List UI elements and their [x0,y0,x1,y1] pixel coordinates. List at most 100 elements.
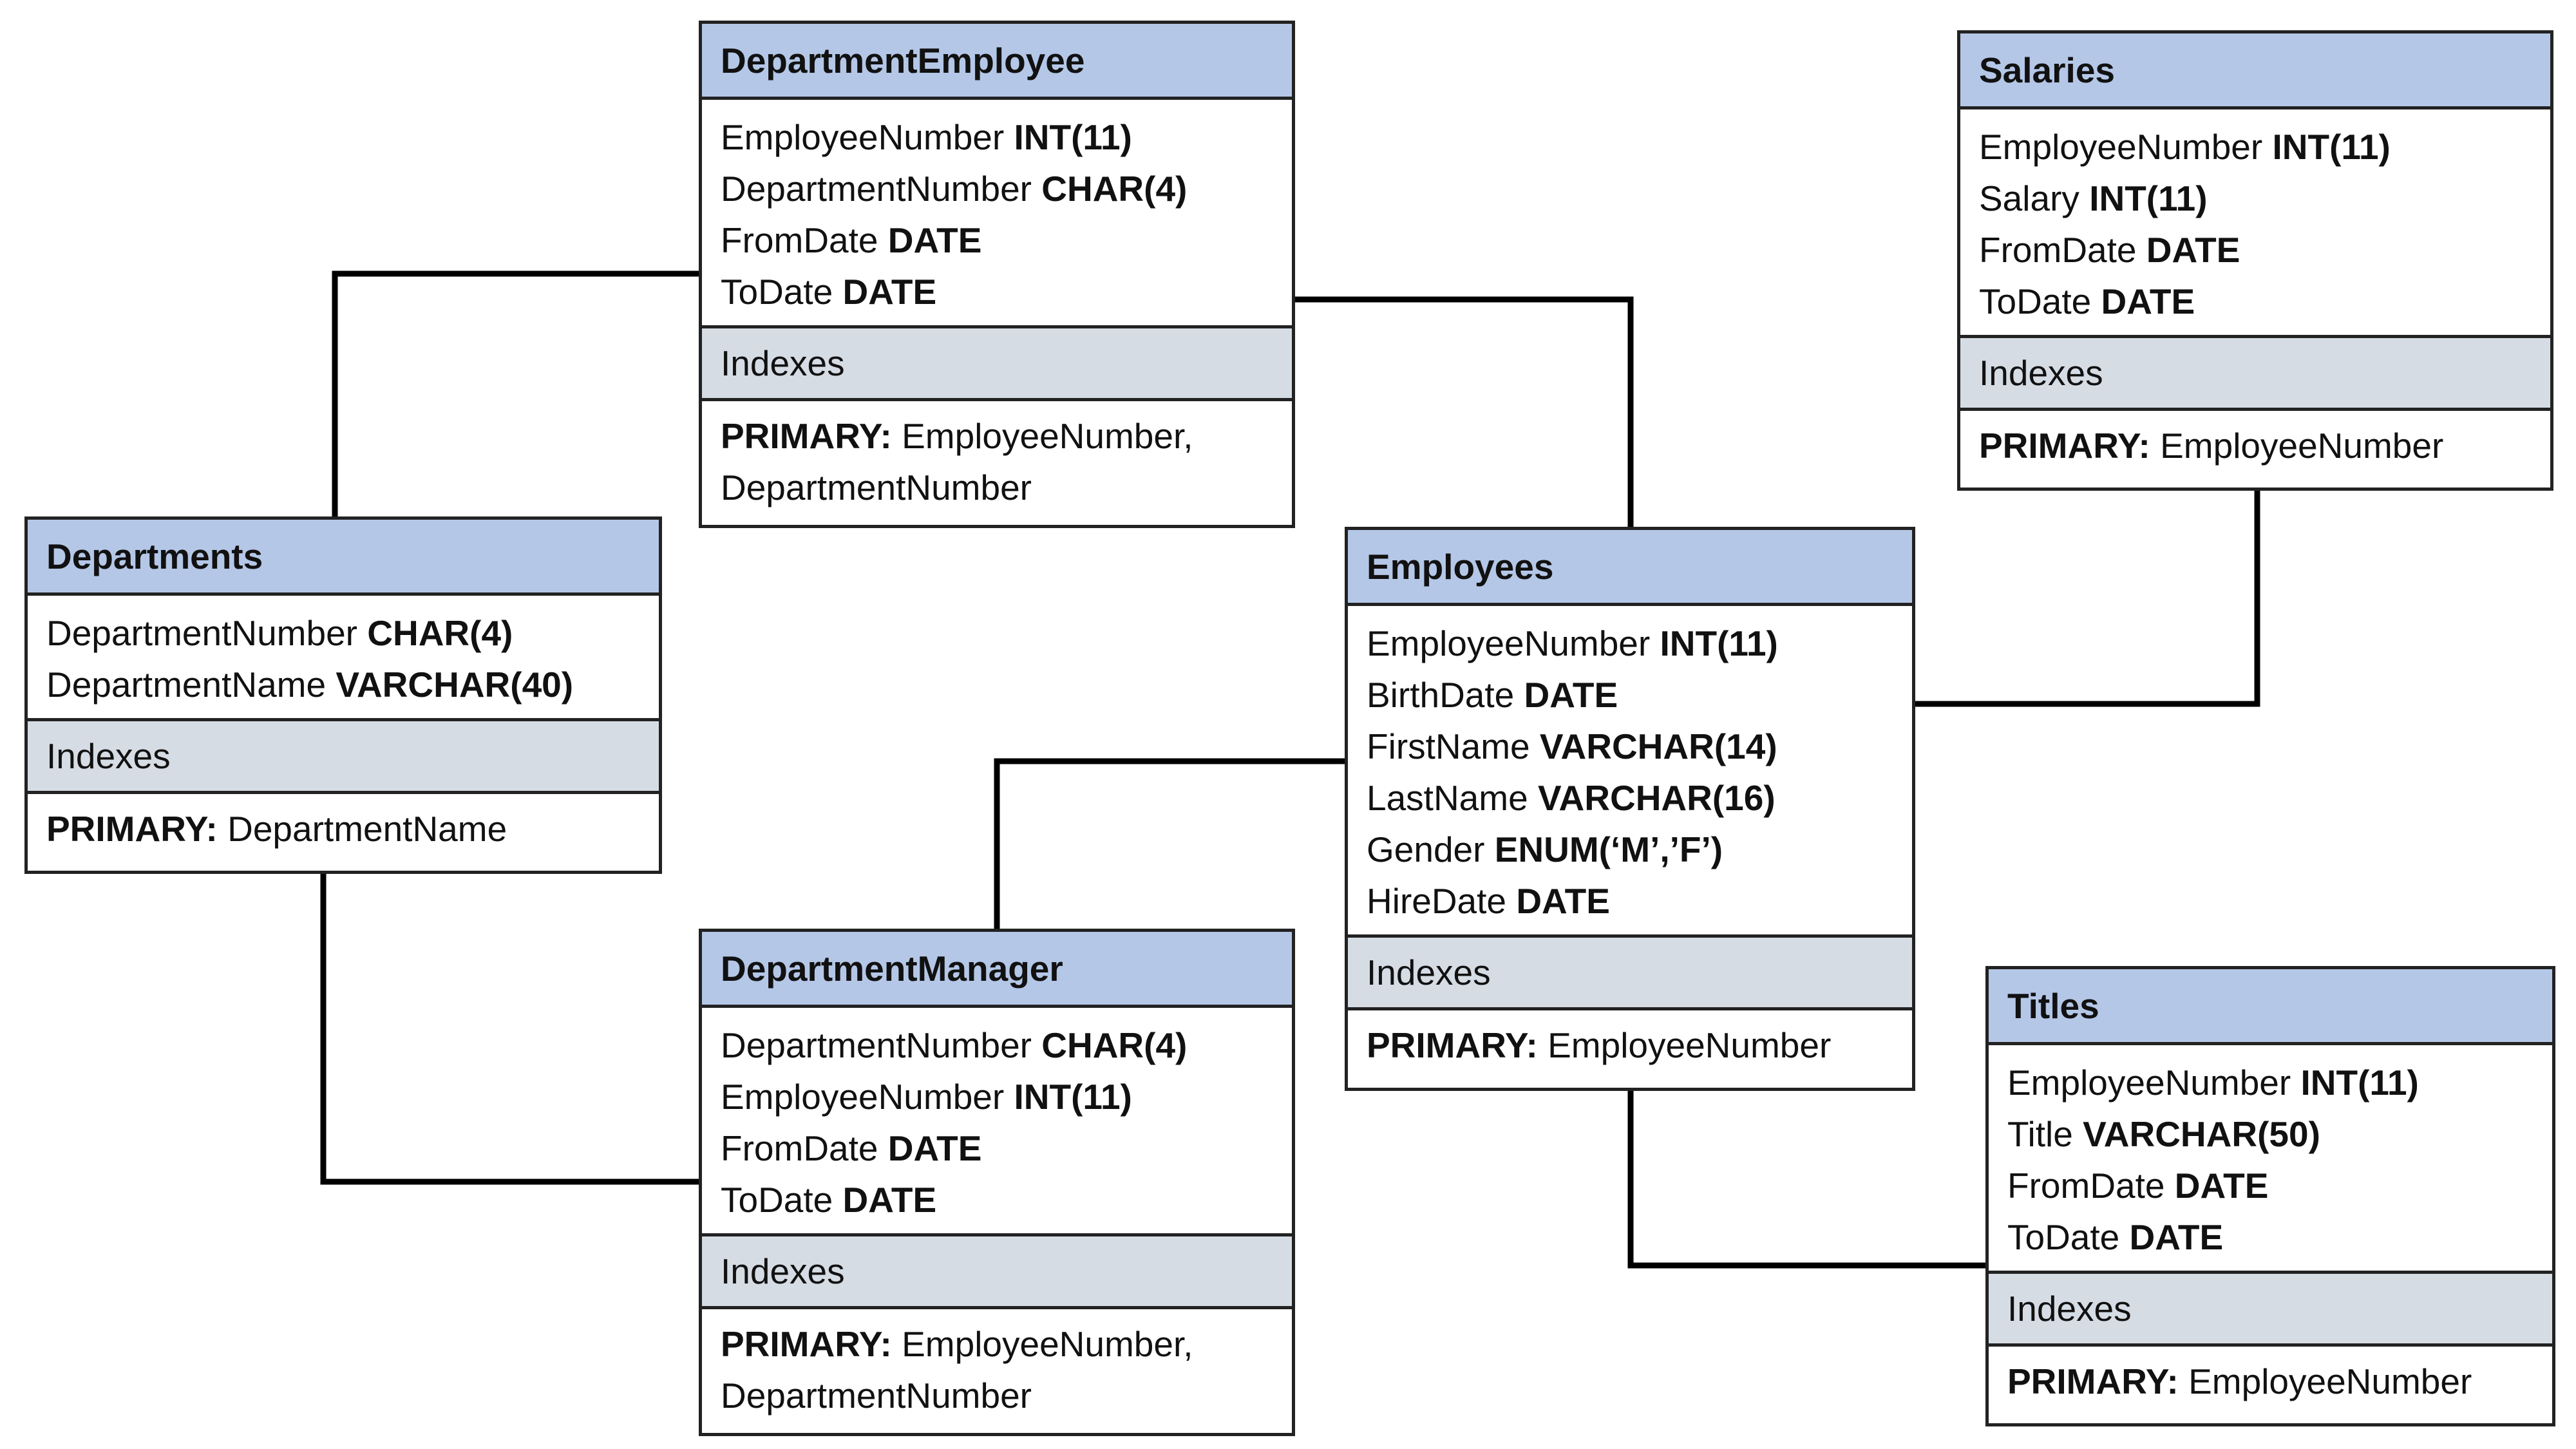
field-type: INT(11) [2300,1063,2419,1103]
field-name: Salary [1979,178,2079,218]
primary-key: PRIMARY: EmployeeNumber [1989,1347,2552,1414]
field-row: HireDate DATE [1367,875,1893,927]
field-name: BirthDate [1367,675,1515,715]
field-list: EmployeeNumber INT(11) BirthDate DATE Fi… [1348,606,1912,934]
table-header: Salaries [1960,33,2550,109]
field-list: EmployeeNumber INT(11) Salary INT(11) Fr… [1960,109,2550,335]
field-name: DepartmentNumber [46,613,357,653]
field-type: INT(11) [2089,178,2208,218]
field-row: DepartmentNumber CHAR(4) [721,163,1273,214]
field-name: ToDate [2007,1217,2120,1257]
primary-key-value: DepartmentNumber [721,468,1032,507]
field-type: INT(11) [1014,117,1132,157]
field-row: EmployeeNumber INT(11) [2007,1057,2533,1108]
field-name: HireDate [1367,881,1507,921]
primary-key-value: EmployeeNumber, [902,1324,1193,1364]
field-type: INT(11) [1660,623,1778,663]
field-row: Salary INT(11) [1979,173,2532,224]
field-name: FromDate [721,1128,878,1168]
field-row: ToDate DATE [721,266,1273,317]
table-department-manager[interactable]: DepartmentManager DepartmentNumber CHAR(… [699,929,1295,1436]
field-name: EmployeeNumber [721,117,1005,157]
primary-key: PRIMARY: EmployeeNumber, DepartmentNumbe… [702,401,1292,520]
table-header: Employees [1348,530,1912,606]
field-type: ENUM(‘M’,’F’) [1494,829,1723,869]
field-type: VARCHAR(40) [336,665,574,705]
field-name: ToDate [721,272,833,312]
field-type: DATE [1516,881,1610,921]
primary-key-line: PRIMARY: EmployeeNumber [1367,1019,1893,1071]
primary-key-line: PRIMARY: EmployeeNumber [1979,420,2532,471]
field-row: EmployeeNumber INT(11) [721,111,1273,163]
field-row: FirstName VARCHAR(14) [1367,721,1893,772]
field-type: DATE [2146,230,2240,270]
primary-key-value: EmployeeNumber [2160,426,2444,466]
connector-departments-department-manager [320,871,700,1185]
field-name: Title [2007,1114,2073,1154]
field-list: DepartmentNumber CHAR(4) DepartmentName … [28,596,659,718]
field-name: EmployeeNumber [2007,1063,2291,1103]
field-row: EmployeeNumber INT(11) [1367,618,1893,669]
indexes-section: Indexes [1960,335,2550,411]
field-name: DepartmentNumber [721,169,1032,209]
table-employees[interactable]: Employees EmployeeNumber INT(11) BirthDa… [1345,527,1915,1091]
field-name: FromDate [1979,230,2137,270]
field-row: DepartmentNumber CHAR(4) [46,607,640,659]
table-department-employee[interactable]: DepartmentEmployee EmployeeNumber INT(11… [699,21,1295,528]
field-name: Gender [1367,829,1485,869]
primary-key-line: DepartmentNumber [721,462,1273,513]
field-row: FromDate DATE [721,1122,1273,1174]
field-type: VARCHAR(14) [1539,726,1777,766]
field-row: DepartmentNumber CHAR(4) [721,1019,1273,1071]
table-titles[interactable]: Titles EmployeeNumber INT(11) Title VARC… [1985,966,2555,1426]
field-type: VARCHAR(16) [1537,778,1776,818]
field-type: DATE [842,1180,937,1220]
primary-key-value: DepartmentName [227,809,507,849]
field-name: FromDate [721,220,878,260]
field-name: DepartmentNumber [721,1025,1032,1065]
primary-key-line: DepartmentNumber [721,1370,1273,1421]
connector-employees-department-manager [994,758,1347,929]
field-name: ToDate [1979,281,2092,321]
indexes-section: Indexes [702,325,1292,401]
field-type: DATE [2174,1166,2269,1206]
field-list: EmployeeNumber INT(11) Title VARCHAR(50)… [1989,1045,2552,1271]
field-name: EmployeeNumber [1367,623,1651,663]
field-name: ToDate [721,1180,833,1220]
indexes-section: Indexes [702,1233,1292,1309]
field-row: Gender ENUM(‘M’,’F’) [1367,824,1893,875]
field-row: FromDate DATE [2007,1160,2533,1211]
field-type: DATE [1524,675,1618,715]
primary-key: PRIMARY: EmployeeNumber [1348,1010,1912,1077]
field-row: Title VARCHAR(50) [2007,1108,2533,1160]
indexes-section: Indexes [1989,1271,2552,1347]
primary-key-value: EmployeeNumber [1548,1025,1832,1065]
primary-key: PRIMARY: EmployeeNumber [1960,411,2550,478]
field-name: EmployeeNumber [1979,127,2263,167]
indexes-section: Indexes [28,718,659,794]
field-row: ToDate DATE [1979,276,2532,327]
field-type: CHAR(4) [1041,1025,1188,1065]
primary-label: PRIMARY: [2007,1361,2179,1401]
field-name: FirstName [1367,726,1530,766]
field-row: ToDate DATE [2007,1211,2533,1263]
field-row: LastName VARCHAR(16) [1367,772,1893,824]
primary-key-value: EmployeeNumber [2188,1361,2472,1401]
field-row: EmployeeNumber INT(11) [721,1071,1273,1122]
connector-employees-salaries [1913,488,2260,707]
field-type: DATE [2101,281,2195,321]
table-salaries[interactable]: Salaries EmployeeNumber INT(11) Salary I… [1957,30,2553,491]
primary-key-value: DepartmentNumber [721,1376,1032,1416]
field-name: FromDate [2007,1166,2165,1206]
connector-departments-department-employee [332,270,700,520]
primary-key-line: PRIMARY: EmployeeNumber [2007,1356,2533,1407]
indexes-section: Indexes [1348,934,1912,1010]
table-header: DepartmentEmployee [702,24,1292,100]
primary-label: PRIMARY: [721,416,892,456]
primary-key: PRIMARY: DepartmentName [28,794,659,861]
field-list: DepartmentNumber CHAR(4) EmployeeNumber … [702,1008,1292,1233]
field-type: DATE [887,220,982,260]
table-departments[interactable]: Departments DepartmentNumber CHAR(4) Dep… [24,516,662,874]
field-name: LastName [1367,778,1528,818]
